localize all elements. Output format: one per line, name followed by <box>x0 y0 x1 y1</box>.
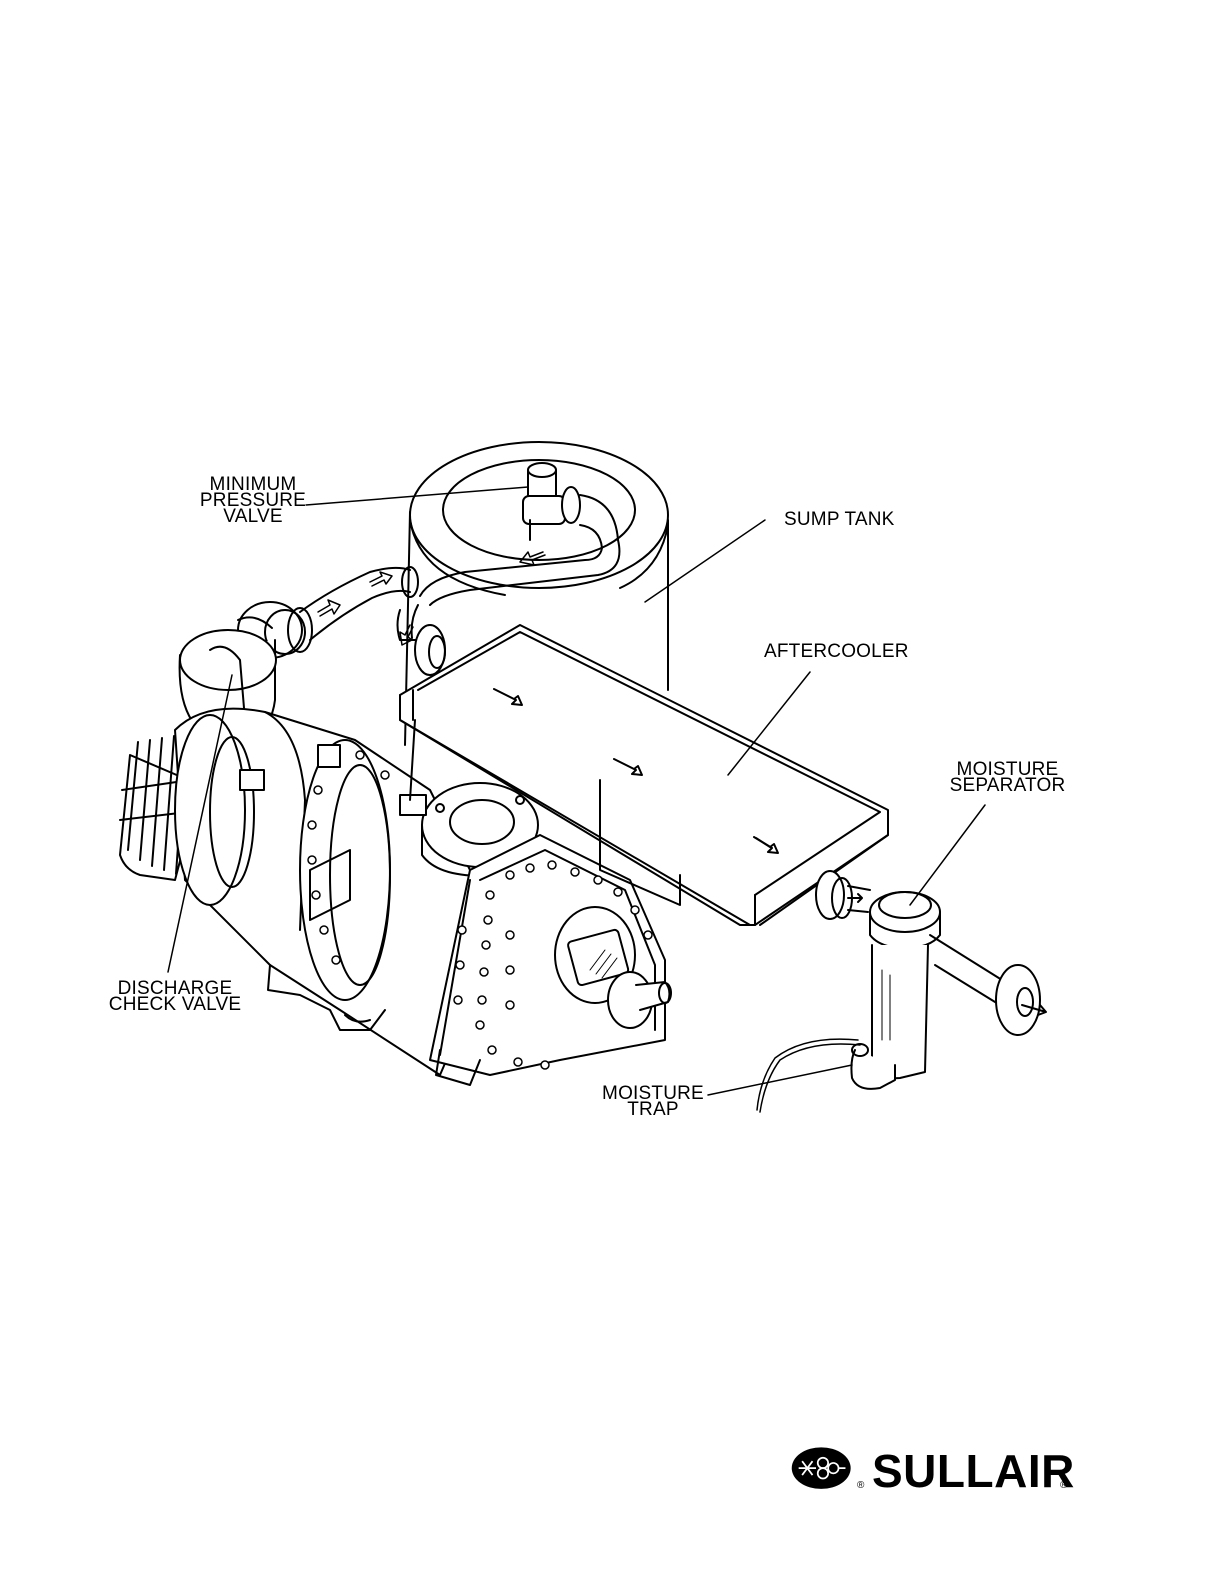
discharge-pipe <box>300 567 445 675</box>
label-moisture-separator: MOISTURE SEPARATOR <box>945 762 1070 794</box>
label-line: SUMP TANK <box>784 512 904 528</box>
label-line: CHECK VALVE <box>104 997 246 1013</box>
label-sump-tank: SUMP TANK <box>784 512 904 528</box>
moisture-separator <box>757 892 1046 1112</box>
label-line: AFTERCOOLER <box>764 644 914 660</box>
sullair-logo-text: SULLAIR <box>872 1446 1075 1496</box>
label-line: VALVE <box>198 509 308 525</box>
label-line: SEPARATOR <box>945 778 1070 794</box>
aftercooler-outlet-pipe <box>816 871 870 919</box>
logo-registered-mark-1: ® <box>857 1480 864 1491</box>
label-moisture-trap: MOISTURE TRAP <box>598 1086 708 1118</box>
leader-moisture-trap <box>708 1065 852 1095</box>
logo-registered-mark-2: ® <box>1060 1480 1067 1491</box>
label-minimum-pressure-valve: MINIMUM PRESSURE VALVE <box>198 477 308 525</box>
label-aftercooler: AFTERCOOLER <box>764 644 914 660</box>
label-line: TRAP <box>598 1102 708 1118</box>
leader-moisture-separator <box>910 805 985 905</box>
label-discharge-check-valve: DISCHARGE CHECK VALVE <box>104 981 246 1013</box>
